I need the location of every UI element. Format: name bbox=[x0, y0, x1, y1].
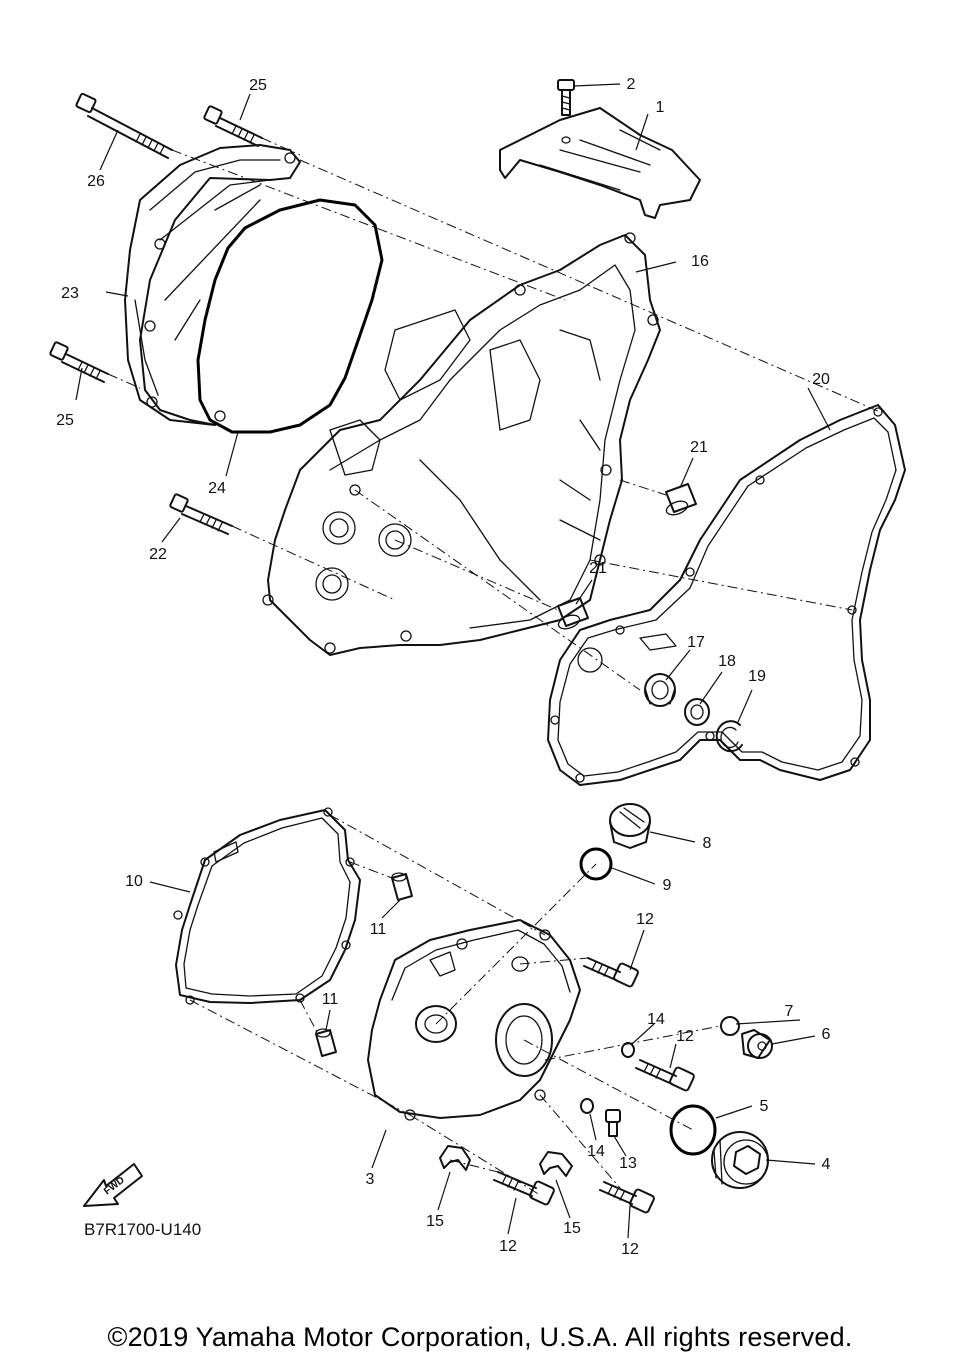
part-24-gasket bbox=[196, 198, 384, 434]
part-7-o-ring bbox=[720, 1016, 740, 1036]
part-20-gasket bbox=[547, 404, 906, 786]
callout-16: 16 bbox=[691, 253, 709, 270]
part-12-bolt-a bbox=[583, 957, 639, 988]
part-14-washer-a bbox=[621, 1042, 635, 1058]
callout-18: 18 bbox=[718, 653, 736, 670]
callout-1: 1 bbox=[656, 99, 665, 116]
callout-19: 19 bbox=[748, 668, 766, 685]
callout-25-lower: 25 bbox=[56, 412, 74, 429]
callout-13: 13 bbox=[619, 1155, 637, 1172]
callout-22: 22 bbox=[149, 546, 167, 563]
part-19-circlip bbox=[715, 720, 743, 753]
callout-12-d: 12 bbox=[621, 1241, 639, 1258]
part-25-bolt-upper bbox=[203, 105, 263, 147]
callout-21-upper: 21 bbox=[690, 439, 708, 456]
part-6-plug bbox=[741, 1029, 773, 1059]
part-21-dowel-lower bbox=[557, 597, 589, 630]
callout-12-b: 12 bbox=[676, 1028, 694, 1045]
part-25-bolt-lower bbox=[49, 341, 109, 383]
callout-8: 8 bbox=[703, 835, 712, 852]
part-16-crankcase-cover bbox=[262, 232, 661, 656]
callout-20: 20 bbox=[812, 371, 830, 388]
assembly-lines bbox=[107, 137, 881, 1196]
part-12-bolt-d bbox=[599, 1181, 655, 1214]
callout-15-b: 15 bbox=[563, 1220, 581, 1237]
callout-15-a: 15 bbox=[426, 1213, 444, 1230]
callout-labels: 1 2 3 4 5 6 7 8 9 10 11 11 12 12 12 12 1… bbox=[56, 76, 830, 1258]
part-4-plug bbox=[711, 1131, 769, 1189]
fwd-label: FWD bbox=[102, 1175, 127, 1198]
callout-9: 9 bbox=[663, 877, 672, 894]
fwd-arrow-icon: FWD bbox=[83, 1163, 143, 1207]
part-8-cap bbox=[609, 803, 651, 849]
part-15-clamp-b bbox=[539, 1151, 573, 1177]
callout-4: 4 bbox=[822, 1156, 831, 1173]
callout-10: 10 bbox=[125, 873, 143, 890]
part-23-clutch-cover bbox=[124, 144, 301, 426]
part-17-oil-seal bbox=[644, 673, 676, 707]
callout-24: 24 bbox=[208, 480, 226, 497]
part-2-screw bbox=[557, 79, 575, 116]
part-18-washer bbox=[684, 698, 710, 726]
part-21-dowel-upper bbox=[665, 483, 697, 516]
part-26-long-bolt bbox=[75, 92, 173, 159]
copyright-notice: ©2019 Yamaha Motor Corporation, U.S.A. A… bbox=[107, 1322, 853, 1352]
part-12-bolt-c bbox=[493, 1171, 555, 1206]
callout-11-upper: 11 bbox=[370, 921, 387, 938]
callout-7: 7 bbox=[785, 1003, 794, 1020]
callout-17: 17 bbox=[687, 634, 705, 651]
callout-21-lower: 21 bbox=[589, 560, 607, 577]
leader-lines bbox=[75, 83, 831, 1239]
part-5-o-ring bbox=[669, 1104, 717, 1156]
part-3-cover bbox=[367, 919, 581, 1121]
callout-25-upper: 25 bbox=[249, 77, 267, 94]
diagram-code: B7R1700-U140 bbox=[84, 1220, 202, 1239]
part-13-screw bbox=[605, 1109, 621, 1137]
callout-12-a: 12 bbox=[636, 911, 654, 928]
callout-11-lower: 11 bbox=[322, 991, 339, 1008]
callout-12-c: 12 bbox=[499, 1238, 517, 1255]
callout-14-b: 14 bbox=[587, 1143, 605, 1160]
callout-6: 6 bbox=[822, 1026, 831, 1043]
part-22-bolt bbox=[169, 493, 233, 535]
part-11-dowel-lower bbox=[315, 1028, 337, 1057]
part-15-clamp-a bbox=[439, 1145, 471, 1171]
callout-26: 26 bbox=[87, 173, 105, 190]
part-12-bolt-b bbox=[635, 1059, 695, 1092]
callout-3: 3 bbox=[366, 1171, 375, 1188]
part-11-dowel-upper bbox=[391, 872, 413, 901]
callout-2: 2 bbox=[627, 76, 636, 93]
callout-14-a: 14 bbox=[647, 1011, 665, 1028]
part-14-washer-b bbox=[580, 1098, 594, 1114]
part-10-gasket bbox=[173, 807, 361, 1005]
part-9-o-ring bbox=[579, 847, 613, 881]
part-1-cover-plate bbox=[499, 107, 701, 219]
callout-5: 5 bbox=[760, 1098, 769, 1115]
callout-23: 23 bbox=[61, 285, 79, 302]
